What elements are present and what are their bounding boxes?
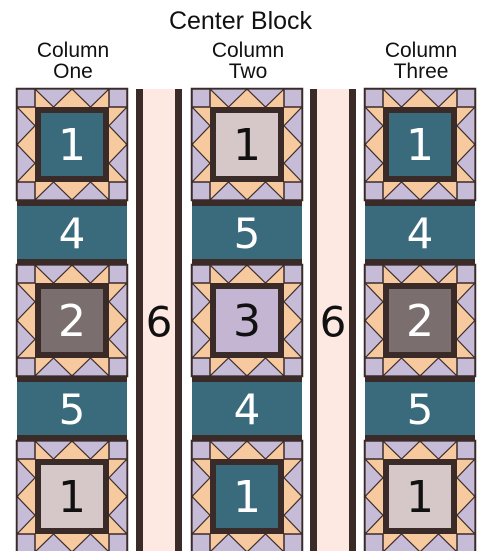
column-two-block-1-star-corner-square-1 xyxy=(284,89,302,107)
column-two-block-2-bar-number-label: 5 xyxy=(234,209,261,258)
column-two-block-3-star-corner-square-2 xyxy=(192,358,210,376)
column-two-block-3-star-corner-square-1 xyxy=(284,265,302,283)
column-two-block-3-star-corner-square-0 xyxy=(192,265,210,283)
column-one-block-3-star-corner-square-2 xyxy=(17,358,35,376)
column-three-block-3-star-corner-square-2 xyxy=(365,358,383,376)
column-two-block-1-star-corner-square-0 xyxy=(192,89,210,107)
column-three-block-5-star-corner-square-0 xyxy=(365,441,383,459)
column-one-block-4-bar-number-label: 5 xyxy=(59,385,86,434)
column-three-block-3-star-corner-square-1 xyxy=(457,265,475,283)
column-three-block-1-star-corner-square-1 xyxy=(457,89,475,107)
column-three-block-5-star-corner-square-1 xyxy=(457,441,475,459)
column-three-block-3-star-corner-square-3 xyxy=(457,358,475,376)
column-two-block-3-star-number-label: 3 xyxy=(233,296,261,347)
column-two-block-4-bar-number-label: 4 xyxy=(234,385,261,434)
column-two-block-1-star-corner-square-2 xyxy=(192,182,210,200)
sashing-strip-2-number-label: 6 xyxy=(320,298,347,347)
sashing-strip-1-number-label: 6 xyxy=(146,298,173,347)
column-one-block-5-star-corner-square-1 xyxy=(109,441,127,459)
column-one-block-2-bar-number-label: 4 xyxy=(59,209,86,258)
column-one-block-3-star-corner-square-0 xyxy=(17,265,35,283)
column-two-block-1-star-corner-square-3 xyxy=(284,182,302,200)
column-one-block-1-star-corner-square-1 xyxy=(109,89,127,107)
column-two-block-5-star-corner-square-3 xyxy=(284,534,302,551)
column-two-block-5-star-number-label: 1 xyxy=(233,472,261,523)
column-one-block-3-star-number-label: 2 xyxy=(58,296,86,347)
column-two-block-5-star-corner-square-1 xyxy=(284,441,302,459)
column-three-block-5-star-corner-square-2 xyxy=(365,534,383,551)
column-three-block-2-bar-number-label: 4 xyxy=(407,209,434,258)
column-one-block-5-star-corner-square-2 xyxy=(17,534,35,551)
column-two-block-3-star-corner-square-3 xyxy=(284,358,302,376)
column-three-block-3-star-corner-square-0 xyxy=(365,265,383,283)
column-one-block-3-star-corner-square-1 xyxy=(109,265,127,283)
column-one-block-5-star-number-label: 1 xyxy=(58,472,86,523)
column-two-block-1-star-number-label: 1 xyxy=(233,120,261,171)
column-three-block-5-star-corner-square-3 xyxy=(457,534,475,551)
column-three-block-4-bar-number-label: 5 xyxy=(407,385,434,434)
column-one-block-1-star-number-label: 1 xyxy=(58,120,86,171)
column-two-block-5-star-corner-square-2 xyxy=(192,534,210,551)
column-three-block-5-star-number-label: 1 xyxy=(406,472,434,523)
column-one-block-5-star-corner-square-3 xyxy=(109,534,127,551)
column-three-block-1-star-corner-square-0 xyxy=(365,89,383,107)
column-two-block-5-star-corner-square-0 xyxy=(192,441,210,459)
column-three-block-1-star-corner-square-3 xyxy=(457,182,475,200)
column-one-block-5-star-corner-square-0 xyxy=(17,441,35,459)
column-three-block-1-star-number-label: 1 xyxy=(406,120,434,171)
column-one-block-3-star-corner-square-3 xyxy=(109,358,127,376)
column-one-block-1-star-corner-square-0 xyxy=(17,89,35,107)
column-three-block-1-star-corner-square-2 xyxy=(365,182,383,200)
column-one-block-1-star-corner-square-2 xyxy=(17,182,35,200)
column-one-block-1-star-corner-square-3 xyxy=(109,182,127,200)
column-three-block-3-star-number-label: 2 xyxy=(406,296,434,347)
